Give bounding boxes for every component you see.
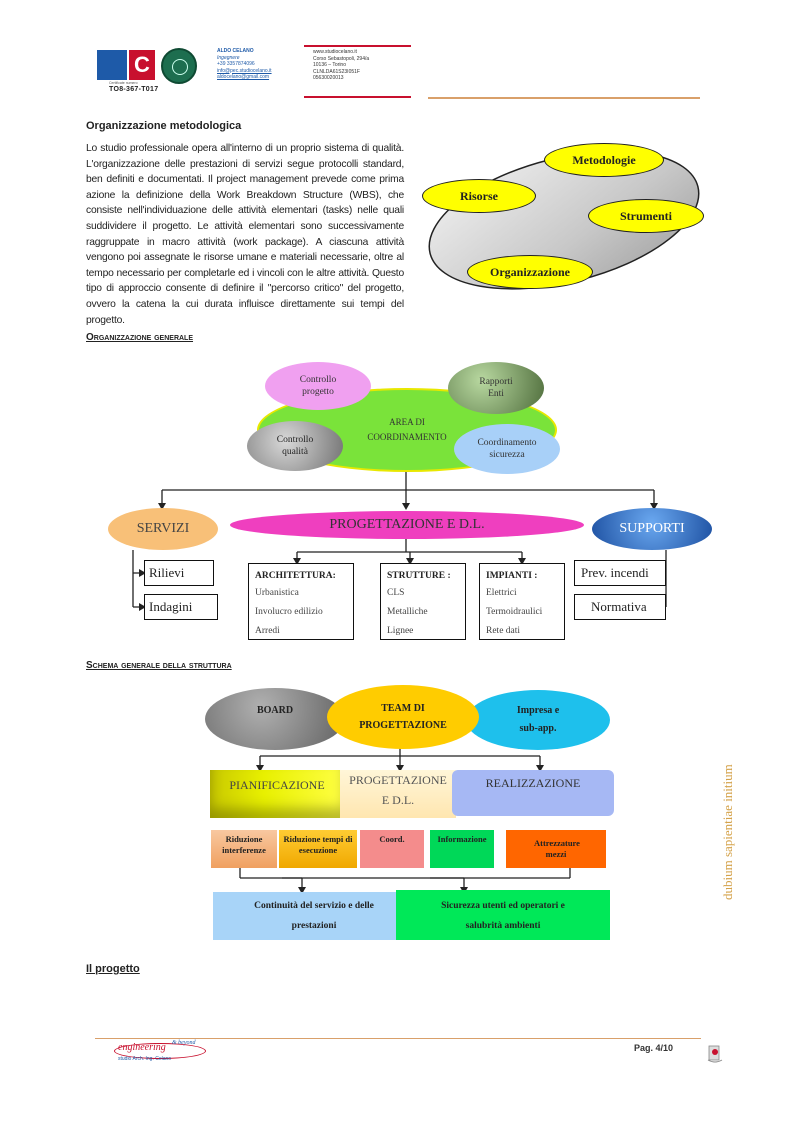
result-sicurezza: Sicurezza utenti ed operatori e salubrit…: [396, 890, 610, 940]
strutture-item: Lignee: [387, 626, 414, 636]
architettura-item: Involucro edilizio: [255, 607, 323, 617]
strutture-item: CLS: [387, 588, 405, 598]
box-informazione: Informazione: [430, 830, 494, 868]
contact-phone: +39 3357874096: [217, 61, 255, 67]
architettura-title: ARCHITETTURA:: [255, 571, 336, 581]
box-strutture: STRUTTURE : CLS Metalliche Lignee: [380, 563, 466, 640]
strutture-title: STRUTTURE :: [387, 571, 451, 581]
box-rilievi: Rilievi: [144, 560, 214, 586]
address-web[interactable]: www.studiocelano.it: [313, 49, 357, 55]
box-riduzione-tempi: Riduzione tempi di esecuzione: [279, 830, 357, 868]
methodology-paragraph: Lo studio professionale opera all'intern…: [86, 143, 404, 326]
side-motto: dubium sapientiae initium: [720, 764, 735, 900]
contact-email-pec[interactable]: info@pec.studiocelano.it: [217, 67, 272, 74]
ellipse-controllo-qualita: Controllo qualità: [247, 421, 343, 471]
contact-email[interactable]: aldocelano@gmail.com: [217, 74, 270, 80]
ellipse-risorse: Risorse: [422, 179, 536, 213]
box-riduzione-interferenze: Riduzione interferenze: [211, 830, 277, 868]
company-logo: C Certificate numero TO8-367-T017: [95, 46, 207, 98]
contact-block: ALDO CELANO Ingegnere +39 3357874096 inf…: [217, 48, 302, 81]
address-cf: CLNLDA61S23I051F: [313, 68, 360, 75]
header-orange-rule: [428, 97, 700, 99]
address-city: 10136 – Torino: [313, 62, 346, 68]
ellipse-organizzazione: Organizzazione: [467, 255, 593, 289]
header-red-rule-bottom: [304, 96, 411, 98]
box-coord: Coord.: [360, 830, 424, 868]
phase-realizzazione: REALIZZAZIONE: [452, 770, 614, 816]
box-architettura: ARCHITETTURA: Urbanistica Involucro edil…: [248, 563, 354, 640]
address-block: www.studiocelano.it Corso Sebastopoli, 2…: [313, 49, 413, 82]
methodology-diagram: Metodologie Risorse Strumenti Organizzaz…: [414, 135, 714, 295]
contact-title: Ingegnere: [217, 54, 240, 61]
footer-brand-sup: & beyond: [172, 1040, 196, 1046]
result-continuita: Continuità del servizio e delle prestazi…: [213, 892, 415, 940]
footer-hand-icon: [706, 1044, 724, 1064]
footer-brand: engineering: [118, 1042, 166, 1053]
impianti-title: IMPIANTI :: [486, 571, 538, 581]
footer-studio: studio Arch. Ing. Celano: [118, 1056, 172, 1062]
phase-progettazione-dl: PROGETTAZIONE E D.L.: [340, 770, 456, 818]
area-coordinamento-label: AREA DI COORDINAMENTO: [367, 417, 447, 442]
ellipse-team: TEAM DI PROGETTAZIONE: [327, 685, 479, 749]
phase-pianificazione: PIANIFICAZIONE: [210, 770, 344, 818]
ellipse-board: BOARD: [205, 688, 345, 750]
ellipse-progettazione: PROGETTAZIONE E D.L.: [230, 511, 584, 539]
box-indagini: Indagini: [144, 594, 218, 620]
ellipse-impresa: Impresa e sub-app.: [466, 690, 610, 750]
box-normativa: Normativa: [574, 594, 666, 620]
box-attrezzature: Attrezzature mezzi: [506, 830, 606, 868]
footer-rule: [95, 1038, 701, 1040]
ellipse-metodologie: Metodologie: [544, 143, 664, 177]
section-title-schema-generale: Schema generale della struttura: [86, 660, 232, 671]
ellipse-servizi: SERVIZI: [108, 508, 218, 550]
logo-cert-label: Certificate numero: [109, 81, 138, 85]
architettura-item: Arredi: [255, 626, 280, 636]
section-title-organizzazione-metodologica: Organizzazione metodologica: [86, 120, 242, 132]
section-title-organizzazione-generale: Organizzazione generale: [86, 332, 194, 343]
accredia-seal: [161, 48, 197, 84]
logo-c-mark: C: [129, 50, 155, 80]
box-impianti: IMPIANTI : Elettrici Termoidraulici Rete…: [479, 563, 565, 640]
box-prev-incendi: Prev. incendi: [574, 560, 666, 586]
ellipse-strumenti: Strumenti: [588, 199, 704, 233]
ellipse-coordinamento-sicurezza: Coordinamento sicurezza: [454, 424, 560, 474]
header: C Certificate numero TO8-367-T017 ALDO C…: [0, 0, 799, 105]
impianti-item: Rete dati: [486, 626, 521, 636]
ellipse-controllo-progetto: Controllo progetto: [265, 362, 371, 410]
impianti-item: Termoidraulici: [486, 607, 543, 617]
section-title-il-progetto: Il progetto: [86, 963, 140, 975]
ellipse-rapporti-enti: Rapporti Enti: [448, 362, 544, 414]
header-red-rule: [304, 45, 411, 47]
strutture-item: Metalliche: [387, 607, 428, 617]
impianti-item: Elettrici: [486, 588, 517, 598]
ellipse-supporti: SUPPORTI: [592, 508, 712, 550]
page-number: Pag. 4/10: [634, 1043, 674, 1053]
address-street: Corso Sebastopoli, 294/a: [313, 55, 370, 62]
architettura-item: Urbanistica: [255, 588, 299, 598]
contact-name: ALDO CELANO: [217, 48, 254, 54]
address-piva: 05630020013: [313, 75, 344, 81]
logo-cert-code: TO8-367-T017: [109, 86, 159, 93]
footer-logo: engineering & beyond studio Arch. Ing. C…: [114, 1040, 210, 1065]
logo-blue-block: [97, 50, 127, 80]
